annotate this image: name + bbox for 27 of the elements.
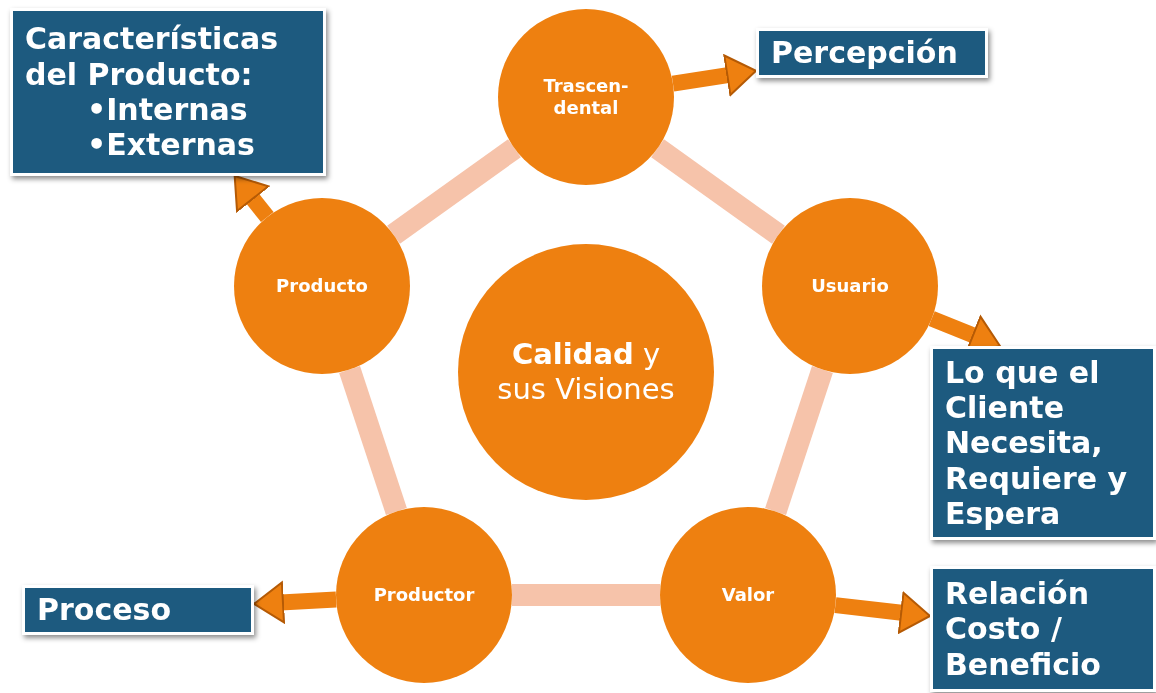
box-text: Características del Producto: <box>25 21 280 92</box>
list-item: •Externas <box>86 127 255 163</box>
ring-segment <box>651 139 785 244</box>
ring-segment <box>387 139 521 244</box>
box-text: Lo que el Cliente Necesita, Requiere y Espera <box>945 354 1129 532</box>
node-label: Valor <box>721 584 775 606</box>
node-label: Productor <box>373 584 475 606</box>
text-box <box>930 346 1156 540</box>
block-arrow <box>671 54 757 96</box>
ring-segment <box>765 366 833 515</box>
text-box <box>10 8 326 176</box>
node-label: Producto <box>276 275 368 297</box>
block-arrow <box>834 591 931 634</box>
node-label: Trascen- dental <box>542 75 630 119</box>
text-box <box>22 585 254 635</box>
node-label: Calidad y sus Visiones <box>496 337 676 407</box>
box-text: Proceso <box>37 592 171 628</box>
box-text: Percepción <box>771 35 958 71</box>
ring-segment <box>512 584 660 606</box>
box-text: Relación Costo / Beneficio <box>945 575 1102 683</box>
list-item: •Internas <box>86 92 248 128</box>
node-label: Usuario <box>811 275 889 297</box>
text-box <box>930 566 1156 692</box>
block-arrow <box>233 175 274 223</box>
ring-segment <box>339 366 407 515</box>
text-box <box>756 28 988 78</box>
block-arrow <box>253 581 337 624</box>
